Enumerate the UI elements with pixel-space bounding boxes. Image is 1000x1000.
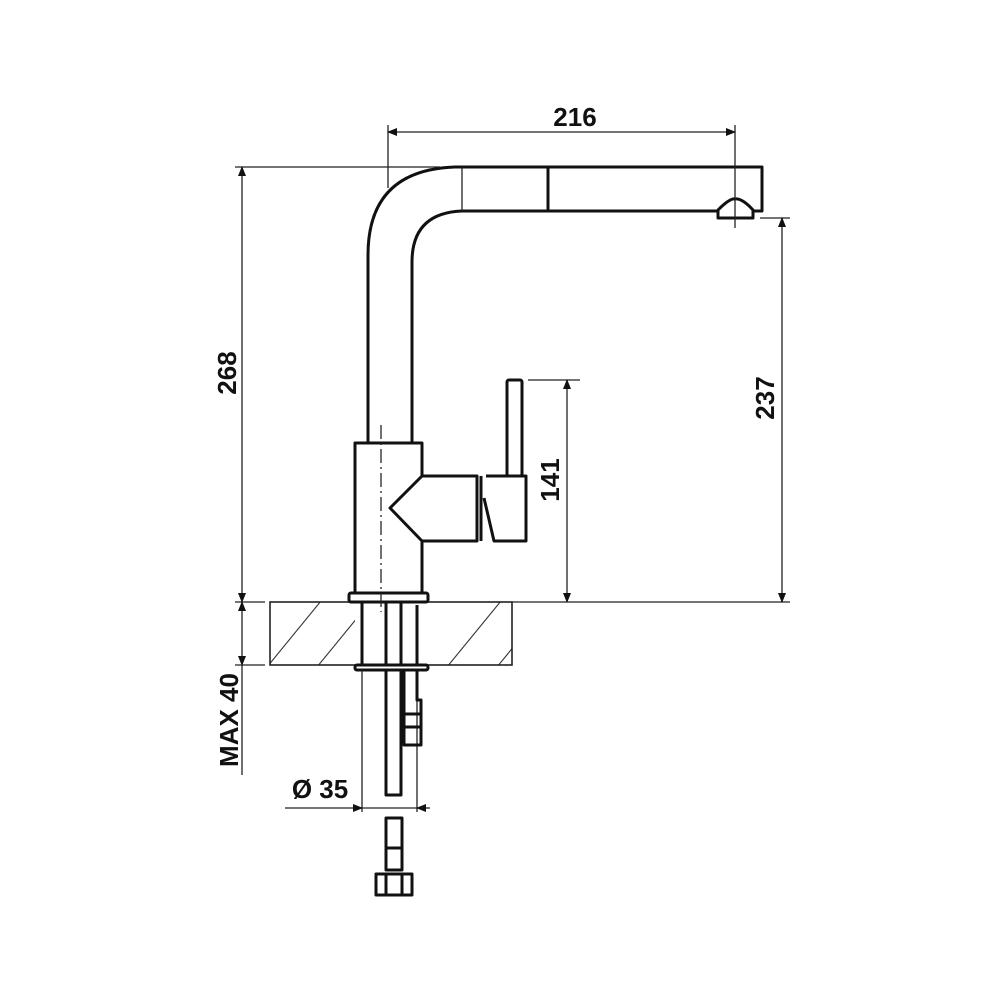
dim-label-diameter-35: Ø 35 xyxy=(292,774,348,804)
lever-handle xyxy=(505,378,524,478)
hose-connector-fitting xyxy=(374,816,414,897)
dim-label-141: 141 xyxy=(535,458,565,501)
faucet-body xyxy=(347,378,528,612)
dimension-lines xyxy=(235,125,790,812)
dim-label-268: 268 xyxy=(212,351,242,394)
dim-label-216: 216 xyxy=(553,102,596,132)
dim-label-max-40: MAX 40 xyxy=(214,673,244,767)
mounting-and-hoses xyxy=(353,602,430,897)
spout xyxy=(366,165,764,443)
dim-label-237: 237 xyxy=(750,376,780,419)
